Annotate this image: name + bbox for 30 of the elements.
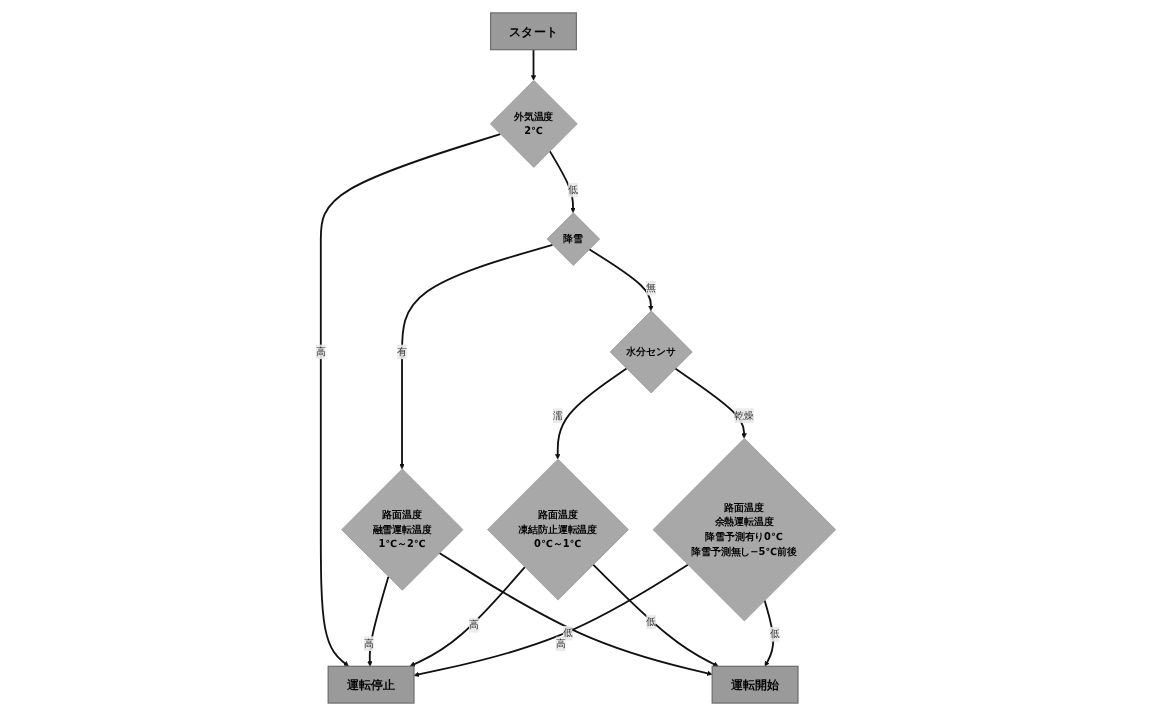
node-diamond: 路面温度 融雪運転温度 1℃～2℃ — [341, 468, 464, 591]
node-box: 運転停止 — [327, 665, 415, 704]
edge-label: 低 — [769, 628, 780, 640]
node-diamond: 外気温度 2℃ — [489, 80, 578, 168]
arrow — [530, 48, 536, 81]
arrow — [366, 575, 389, 667]
edge-label: 高 — [315, 345, 326, 358]
arrow — [588, 248, 654, 312]
edge-label: 高 — [468, 619, 479, 631]
arrow — [674, 367, 747, 439]
edge-label: 無 — [645, 282, 656, 294]
arrow — [413, 563, 689, 678]
arrow — [554, 367, 628, 460]
edge-label: 低 — [562, 627, 573, 639]
arrow — [319, 133, 501, 667]
edge-label: 低 — [645, 615, 656, 628]
edge-label: 有 — [396, 345, 407, 358]
node-diamond: 路面温度 凍結防止運転温度 0℃～1℃ — [486, 458, 629, 601]
node-box: スタート — [489, 12, 577, 51]
node-box: 運転開始 — [711, 665, 799, 704]
arrow — [591, 563, 719, 667]
edge-label: 濡 — [552, 409, 563, 422]
arrow — [409, 566, 526, 667]
edge-label: 高 — [363, 637, 374, 650]
edge-label: 低 — [567, 183, 578, 196]
arrow — [399, 244, 554, 470]
node-diamond: 降雪 — [546, 212, 600, 266]
node-diamond: 水分センサ — [609, 310, 693, 394]
edge-label: 高 — [555, 637, 566, 650]
edge-label: 乾燥 — [733, 409, 754, 422]
